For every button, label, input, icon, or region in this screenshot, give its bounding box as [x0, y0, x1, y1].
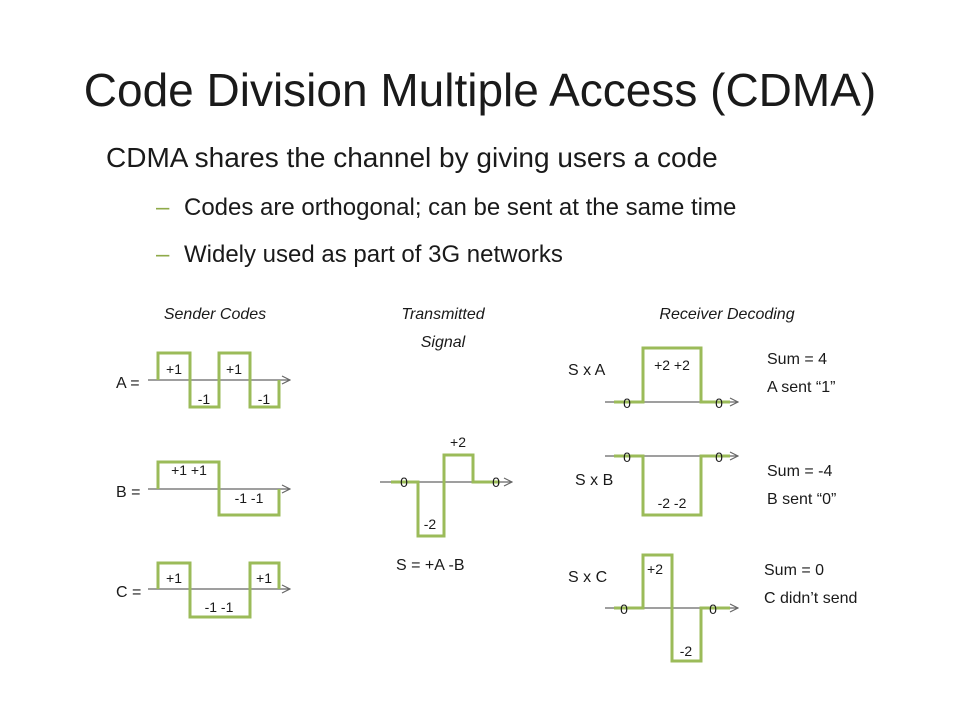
sxb-values-negative: -2 -2	[658, 495, 687, 511]
code-a-chip-1: +1	[166, 361, 182, 377]
code-c-chip-1: +1	[166, 570, 182, 586]
sxb-value-zero-left: 0	[623, 449, 631, 465]
bullet-3g: –Widely used as part of 3G networks	[156, 240, 563, 270]
sxc-value-plus2: +2	[647, 561, 663, 577]
code-a-chip-3: +1	[226, 361, 242, 377]
header-transmitted-line2: Signal	[421, 334, 466, 351]
sender-code-b: B = +1 +1 -1 -1	[116, 460, 290, 517]
code-c-chips-negative: -1 -1	[205, 599, 234, 615]
signal-waveform	[391, 453, 500, 538]
sxc-waveform	[614, 553, 730, 663]
sender-code-c: C = +1 +1 -1 -1	[116, 561, 290, 619]
bullet-text: Codes are orthogonal; can be sent at the…	[184, 194, 737, 221]
code-b-label: B =	[116, 484, 140, 501]
sxa-label: S x A	[568, 362, 606, 379]
sxa-waveform	[614, 346, 730, 404]
sxc-result: C didn’t send	[764, 590, 857, 607]
code-a-label: A =	[116, 375, 140, 392]
sxb-value-zero-right: 0	[715, 449, 723, 465]
code-c-waveform	[156, 561, 281, 619]
bullet-dash: –	[156, 194, 170, 221]
bullet-text: Widely used as part of 3G networks	[184, 241, 563, 268]
subtitle: CDMA shares the channel by giving users …	[106, 142, 718, 173]
code-a-chip-4: -1	[258, 391, 271, 407]
transmitted-signal: +2 0 0 -2 S = +A -B	[380, 434, 512, 574]
sxc-value-zero-left: 0	[620, 601, 628, 617]
receiver-sxa: S x A +2 +2 0 0 Sum = 4 A sent “1”	[568, 346, 835, 411]
header-receiver-decoding: Receiver Decoding	[659, 306, 794, 323]
code-a-chip-2: -1	[198, 391, 211, 407]
code-c-chip-4: +1	[256, 570, 272, 586]
header-sender-codes: Sender Codes	[164, 306, 266, 323]
slide-title: Code Division Multiple Access (CDMA)	[83, 64, 877, 116]
sxb-label: S x B	[575, 472, 613, 489]
sxc-label: S x C	[568, 569, 607, 586]
receiver-sxc: S x C +2 0 0 -2 Sum = 0 C didn’t send	[568, 553, 857, 663]
sender-code-a: A = +1 +1 -1 -1	[116, 351, 290, 409]
signal-value-plus2: +2	[450, 434, 466, 450]
bullet-orthogonal: –Codes are orthogonal; can be sent at th…	[156, 193, 736, 223]
code-b-chips-positive: +1 +1	[171, 462, 207, 478]
sxa-sum: Sum = 4	[767, 351, 827, 368]
sxc-sum: Sum = 0	[764, 562, 824, 579]
sxc-value-zero-right: 0	[709, 601, 717, 617]
code-b-chips-negative: -1 -1	[235, 490, 264, 506]
code-a-waveform	[156, 351, 281, 409]
sxa-value-zero-right: 0	[715, 395, 723, 411]
sxb-result: B sent “0”	[767, 491, 836, 508]
receiver-sxb: 0 0 -2 -2 S x B Sum = -4 B sent “0”	[575, 449, 836, 517]
sxc-value-minus2: -2	[680, 643, 693, 659]
sxb-sum: Sum = -4	[767, 463, 832, 480]
signal-equation: S = +A -B	[396, 557, 464, 574]
header-transmitted-line1: Transmitted	[401, 306, 485, 323]
signal-value-zero-left: 0	[400, 474, 408, 490]
sxa-result: A sent “1”	[767, 379, 835, 396]
signal-value-minus2: -2	[424, 516, 437, 532]
code-b-waveform	[156, 460, 281, 517]
sxa-value-zero-left: 0	[623, 395, 631, 411]
sxa-values-positive: +2 +2	[654, 357, 690, 373]
signal-value-zero-right: 0	[492, 474, 500, 490]
bullet-dash: –	[156, 241, 170, 268]
sxb-waveform	[614, 454, 730, 517]
code-c-label: C =	[116, 584, 141, 601]
